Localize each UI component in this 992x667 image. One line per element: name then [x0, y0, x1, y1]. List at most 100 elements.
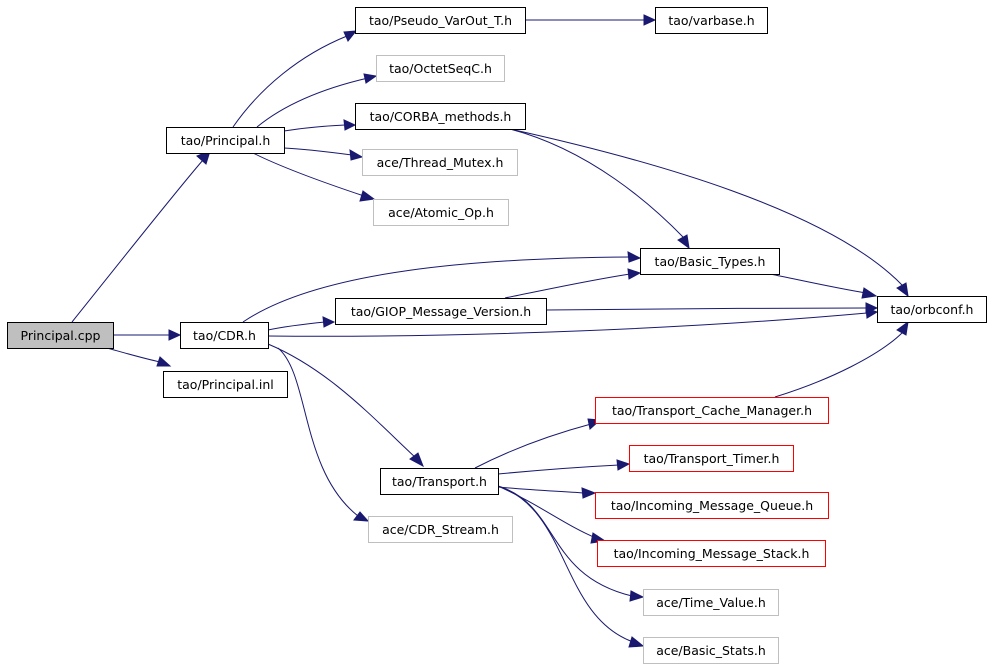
edge-pseudo_varout-to-varbase [525, 14, 657, 26]
edge-line [474, 423, 592, 469]
edge-arrowhead [581, 487, 597, 499]
node-label: tao/Principal.h [181, 133, 271, 148]
node-box [595, 397, 829, 424]
edge-principal_cpp-to-principal_h [71, 150, 211, 323]
edges-layer [71, 14, 909, 648]
edge-transport-to-basic_stats [497, 485, 645, 648]
edge-line [545, 307, 867, 311]
node-label: tao/CDR.h [193, 328, 256, 343]
node-box [597, 540, 826, 567]
node-label: ace/Time_Value.h [656, 595, 766, 610]
node-varbase[interactable]: tao/varbase.h [655, 7, 768, 34]
nodes-layer: Principal.cpp tao/Principal.h tao/CDR.h tao… [7, 7, 987, 664]
node-label: ace/Thread_Mutex.h [377, 155, 504, 170]
node-thread-mutex: ace/Thread_Mutex.h [362, 149, 518, 176]
edge-line [497, 464, 620, 475]
edge-arrowhead [343, 30, 358, 42]
edge-line [256, 77, 369, 128]
node-label: tao/OctetSeqC.h [389, 61, 492, 76]
edge-transport_cache-to-orbconf [774, 320, 909, 398]
edge-principal_h-to-thread_mutex [283, 147, 364, 161]
edge-principal_h-to-octetseqc [256, 73, 378, 128]
edge-line [232, 35, 348, 128]
node-basic-types[interactable]: tao/Basic_Types.h [640, 248, 780, 275]
node-box [163, 371, 288, 398]
node-box [376, 55, 505, 82]
node-orbconf[interactable]: tao/orbconf.h [877, 296, 987, 323]
edge-line [774, 331, 904, 398]
node-basic-stats: ace/Basic_Stats.h [643, 637, 779, 664]
edge-principal_h-to-pseudo_varout [232, 30, 358, 128]
edge-line [267, 321, 326, 331]
node-label: tao/varbase.h [668, 13, 754, 28]
edge-transport-to-incoming_queue [497, 486, 597, 499]
node-principal-h[interactable]: tao/Principal.h [166, 127, 285, 154]
edge-line [283, 147, 353, 156]
node-box [373, 199, 509, 226]
node-label: tao/Transport_Timer.h [644, 451, 780, 466]
edge-line [509, 128, 904, 287]
node-incoming-stack[interactable]: tao/Incoming_Message_Stack.h [597, 540, 826, 567]
node-box [166, 127, 285, 154]
node-box [643, 589, 779, 616]
node-box [629, 445, 794, 472]
node-transport[interactable]: tao/Transport.h [380, 468, 499, 495]
edge-arrowhead [363, 73, 378, 84]
edge-giop_version-to-basic_types [504, 268, 642, 299]
edge-line [252, 152, 365, 197]
edge-line [267, 312, 868, 337]
edge-giop_version-to-orbconf [545, 302, 879, 314]
edge-arrowhead [322, 316, 336, 328]
edge-line [497, 485, 634, 643]
node-box [655, 7, 768, 34]
edge-line [242, 256, 631, 323]
edge-arrowhead [353, 511, 370, 522]
node-label: ace/CDR_Stream.h [382, 522, 499, 537]
node-cdr-h[interactable]: tao/CDR.h [180, 322, 269, 349]
node-box [362, 149, 518, 176]
node-principal-cpp: Principal.cpp [7, 322, 114, 349]
node-box [355, 103, 526, 130]
node-box [877, 296, 987, 323]
edge-arrowhead [359, 190, 376, 202]
node-octetseqc: tao/OctetSeqC.h [376, 55, 505, 82]
node-corba-methods[interactable]: tao/CORBA_methods.h [355, 103, 526, 130]
edge-corba_methods-to-basic_types [509, 128, 690, 250]
node-box [640, 248, 780, 275]
edge-arrowhead [349, 149, 364, 161]
edge-arrowhead [677, 234, 690, 250]
node-giop-version[interactable]: tao/GIOP_Message_Version.h [335, 298, 547, 325]
node-box [335, 298, 547, 325]
node-label: tao/Transport_Cache_Manager.h [612, 403, 812, 418]
node-box [7, 322, 114, 349]
edge-corba_methods-to-orbconf [509, 128, 909, 298]
edge-cdr_h-to-transport [267, 343, 424, 468]
edge-cdr_h-to-basic_types [242, 251, 642, 323]
node-box [355, 7, 526, 34]
edge-line [267, 343, 417, 459]
node-transport-timer[interactable]: tao/Transport_Timer.h [629, 445, 794, 472]
node-principal-inl[interactable]: tao/Principal.inl [163, 371, 288, 398]
node-label: tao/Transport.h [392, 474, 487, 489]
edge-cdr_h-to-giop_version [267, 316, 336, 331]
node-label: tao/Principal.inl [177, 377, 274, 392]
edge-principal_h-to-atomic_op [252, 152, 376, 202]
node-transport-cache[interactable]: tao/Transport_Cache_Manager.h [595, 397, 829, 424]
edge-line [106, 347, 161, 363]
node-pseudo-varout[interactable]: tao/Pseudo_VarOut_T.h [355, 7, 526, 34]
edge-line [509, 128, 685, 239]
edge-line [277, 347, 359, 517]
edge-arrowhead [896, 282, 909, 298]
edge-arrowhead [861, 287, 878, 299]
edge-arrowhead [627, 251, 642, 263]
node-box [643, 637, 779, 664]
edge-transport-to-transport_cache [474, 418, 602, 469]
node-box [180, 322, 269, 349]
node-incoming-queue[interactable]: tao/Incoming_Message_Queue.h [595, 492, 829, 519]
edge-arrowhead [616, 459, 631, 471]
edge-line [283, 124, 346, 132]
node-box [380, 468, 499, 495]
node-cdr-stream: ace/CDR_Stream.h [368, 516, 513, 543]
edge-arrowhead [627, 268, 642, 280]
edge-arrowhead [168, 329, 182, 341]
